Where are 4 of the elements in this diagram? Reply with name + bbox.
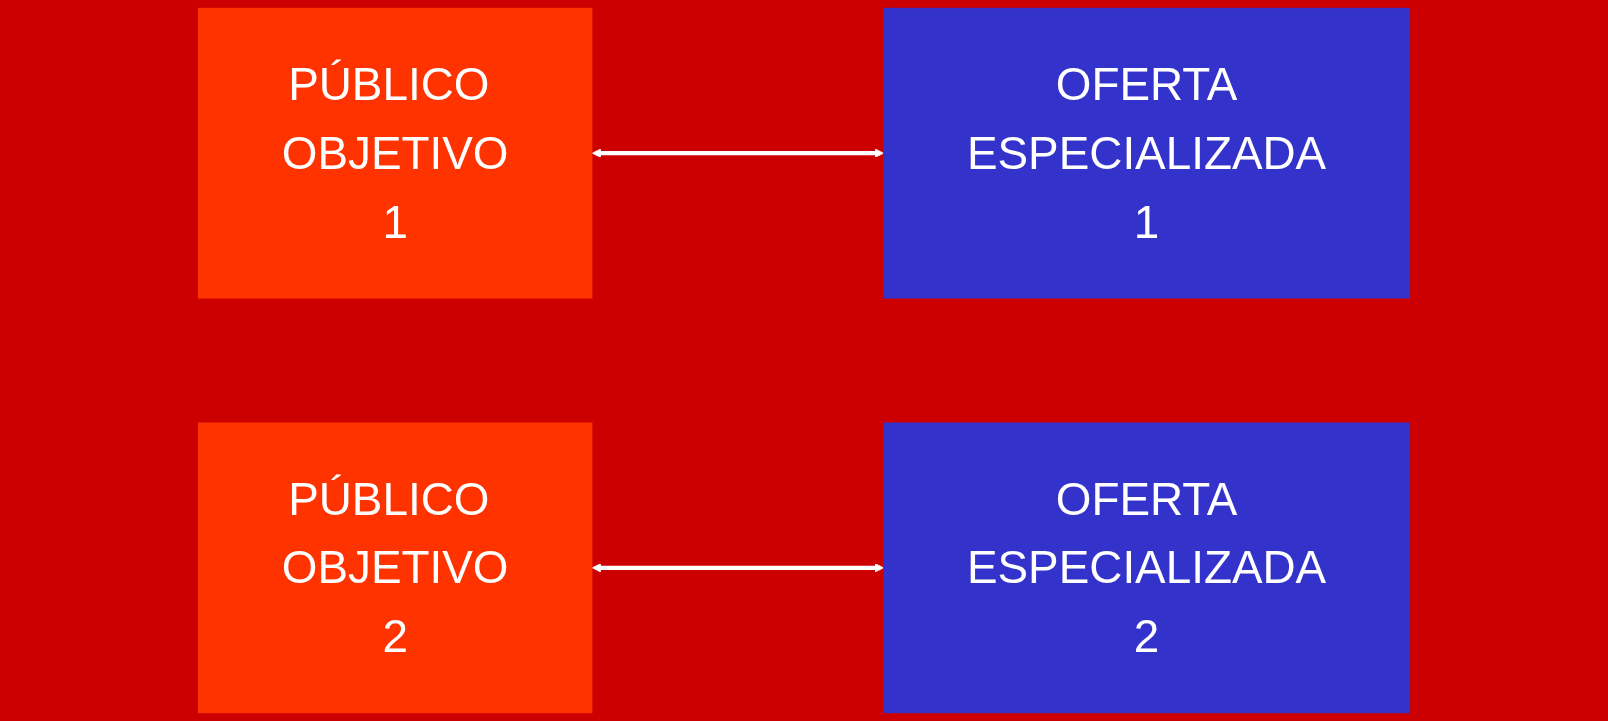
- node-box: PÚBLICO OBJETIVO 2: [197, 422, 593, 714]
- node-box: PÚBLICO OBJETIVO 1: [197, 7, 593, 299]
- node-box: OFERTA ESPECIALIZADA 2: [883, 422, 1411, 714]
- node-box: OFERTA ESPECIALIZADA 1: [883, 7, 1411, 299]
